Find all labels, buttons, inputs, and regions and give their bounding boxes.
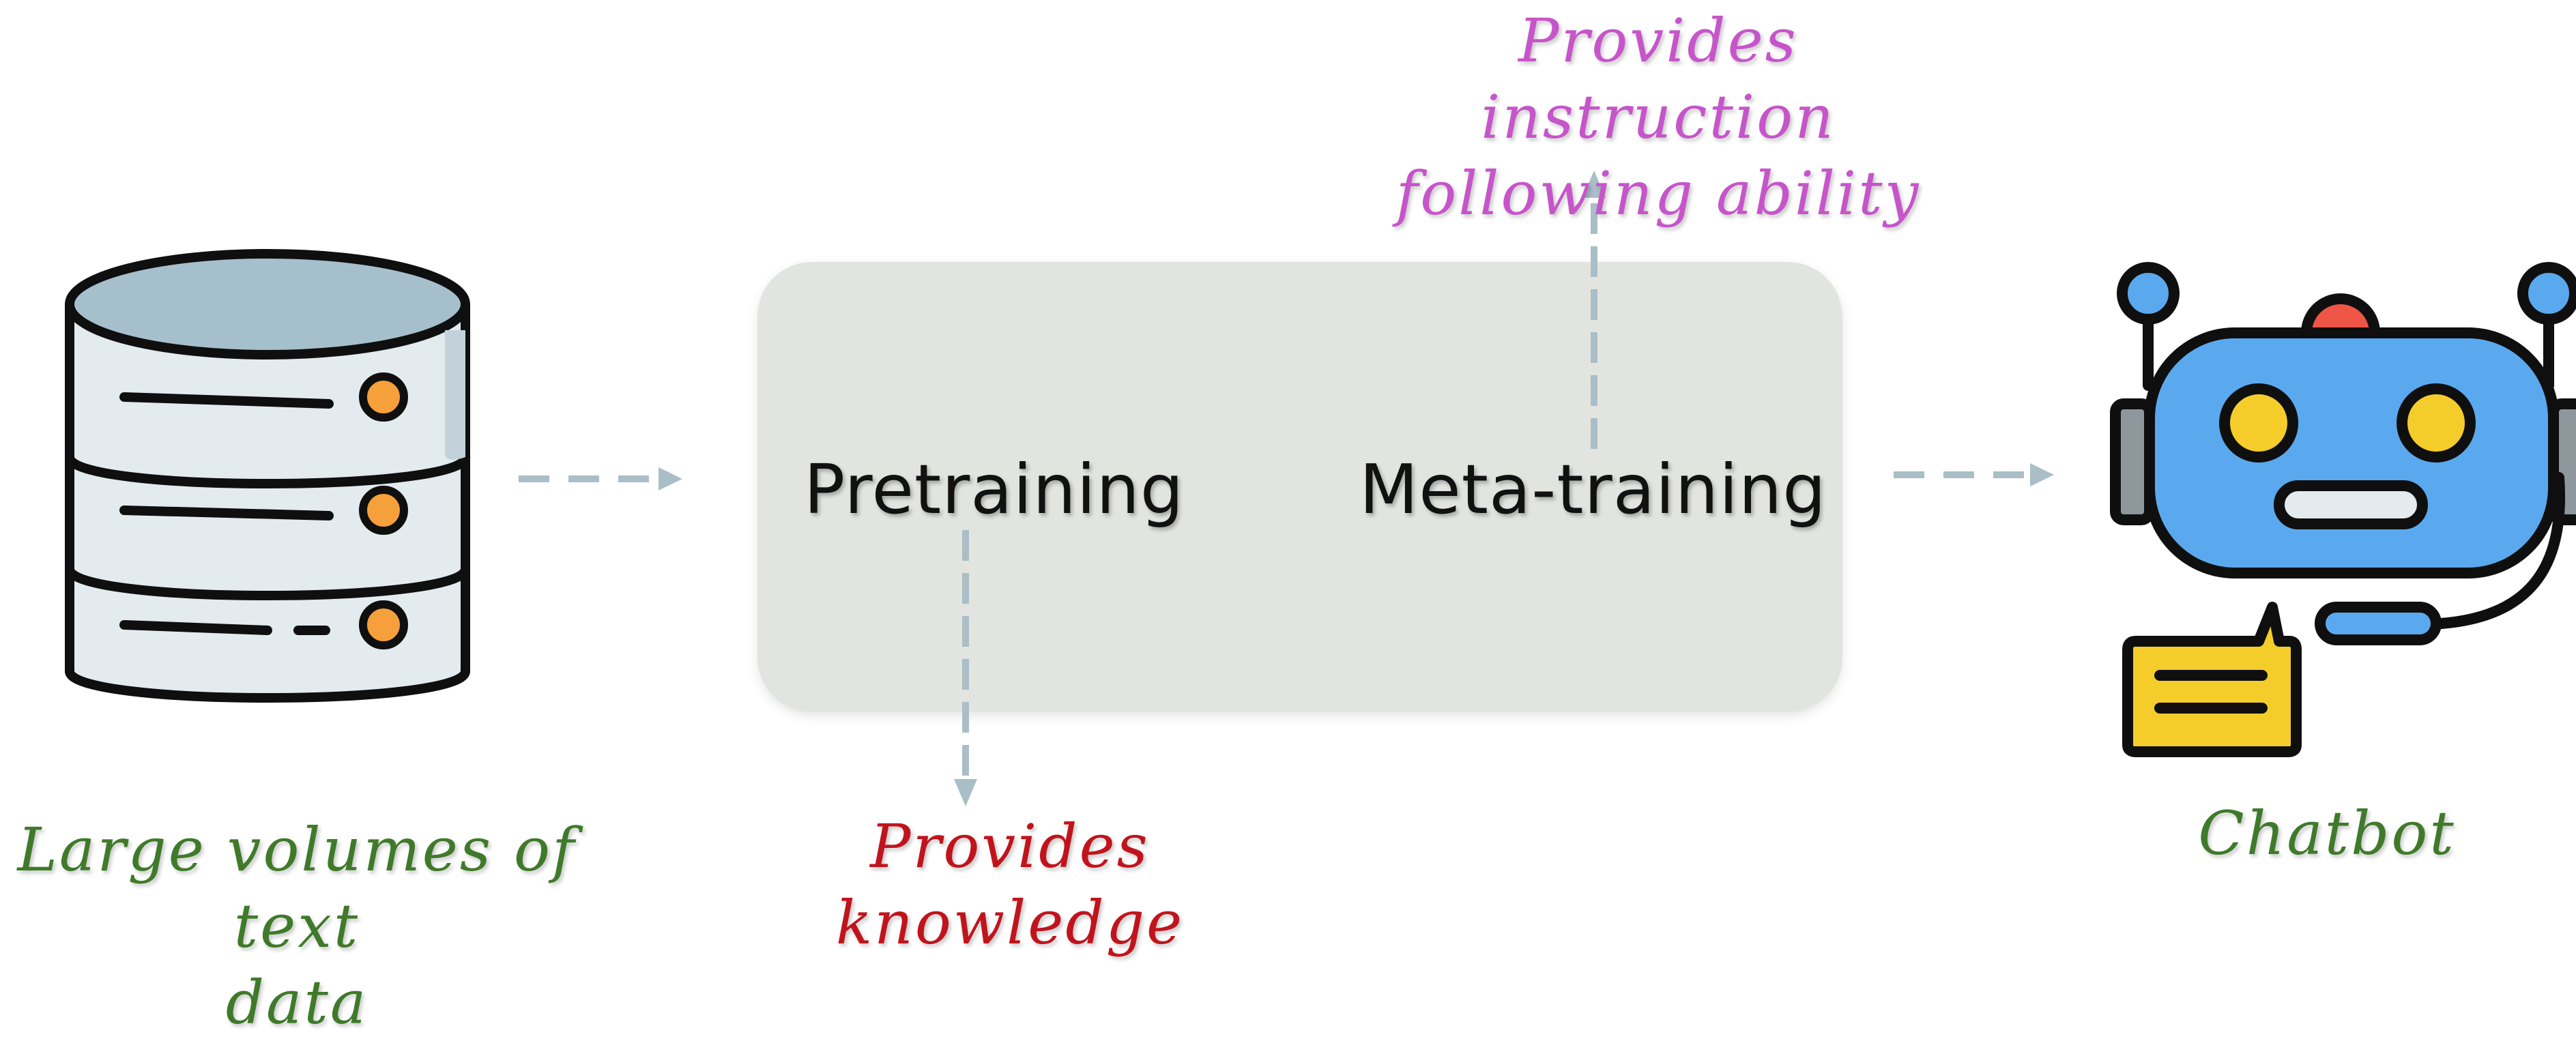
arrow-training-to-chatbot	[1894, 463, 2054, 486]
pretraining-output: Provides knowledge	[835, 811, 1185, 958]
arrow-source-to-training	[519, 467, 682, 490]
pretraining-label: Pretraining	[804, 450, 1185, 529]
source-caption: Large volumes of text data	[17, 815, 577, 1038]
robot-icon	[2110, 262, 2576, 757]
meta-training-label: Meta-training	[1359, 450, 1827, 529]
arrow-pretraining-output	[954, 530, 977, 806]
database-icon	[65, 249, 470, 703]
target-caption: Chatbot	[2198, 798, 2456, 868]
arrow-meta-training-output	[1582, 171, 1606, 449]
meta-training-output: Provides instruction following ability	[1395, 5, 1921, 229]
training-box	[757, 262, 1842, 712]
